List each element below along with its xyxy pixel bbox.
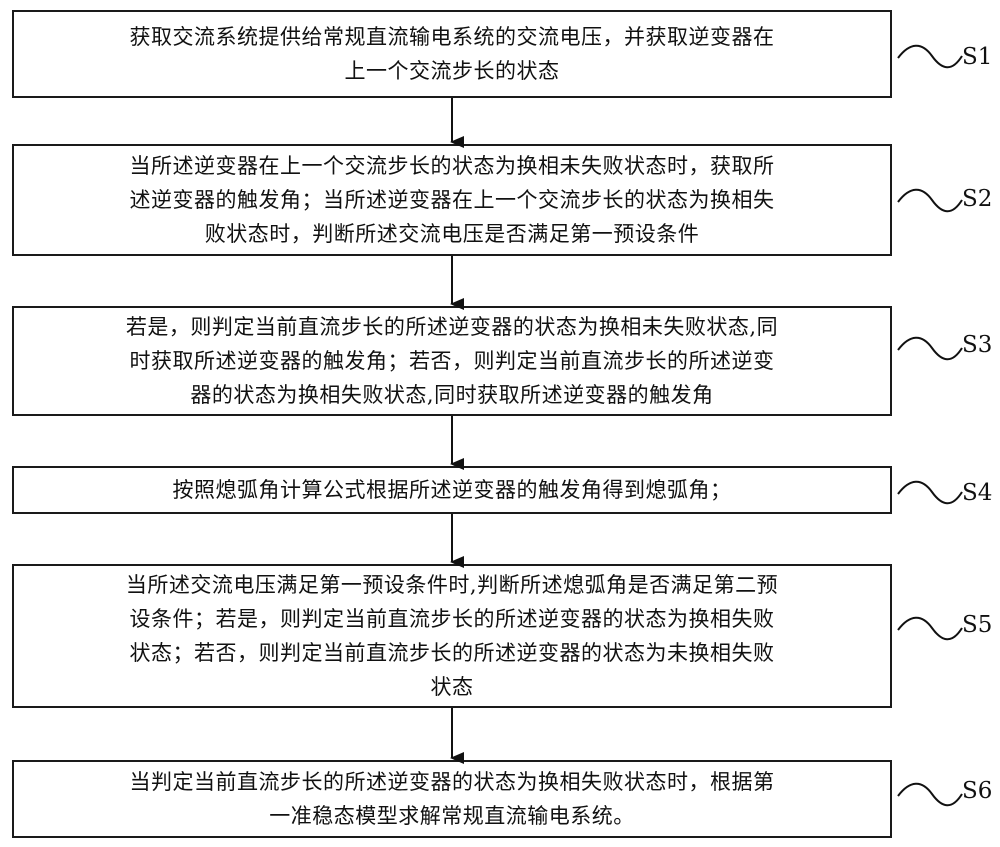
step-label-s2: S2 [962,186,993,212]
squiggle-s6 [897,782,963,807]
squiggle-s1 [897,44,963,69]
step-box-s3: 若是，则判定当前直流步长的所述逆变器的状态为换相未失败状态,同 时获取所述逆变器… [12,306,892,416]
step-label-s6: S6 [962,778,993,804]
step-text-s5: 当所述交流电压满足第一预设条件时,判断所述熄弧角是否满足第二预 设条件；若是，则… [125,573,779,699]
step-label-s4: S4 [962,480,993,506]
squiggle-s2 [897,188,963,213]
squiggle-s5 [897,616,963,641]
squiggle-s3 [897,336,963,361]
step-label-s1: S1 [962,44,993,70]
step-label-s3: S3 [962,332,993,358]
step-text-s1: 获取交流系统提供给常规直流输电系统的交流电压，并获取逆变器在 上一个交流步长的状… [129,25,775,83]
step-box-s1: 获取交流系统提供给常规直流输电系统的交流电压，并获取逆变器在 上一个交流步长的状… [12,10,892,98]
squiggle-s4 [897,480,963,505]
step-text-s3: 若是，则判定当前直流步长的所述逆变器的状态为换相未失败状态,同 时获取所述逆变器… [125,315,779,407]
step-label-s5: S5 [962,612,993,638]
step-box-s4: 按照熄弧角计算公式根据所述逆变器的触发角得到熄弧角； [12,466,892,514]
step-box-s5: 当所述交流电压满足第一预设条件时,判断所述熄弧角是否满足第二预 设条件；若是，则… [12,564,892,708]
step-text-s4: 按照熄弧角计算公式根据所述逆变器的触发角得到熄弧角； [172,478,732,502]
step-text-s6: 当判定当前直流步长的所述逆变器的状态为换相失败状态时，根据第 一准稳态模型求解常… [129,770,775,828]
step-text-s2: 当所述逆变器在上一个交流步长的状态为换相未失败状态时，获取所 述逆变器的触发角；… [129,154,775,246]
